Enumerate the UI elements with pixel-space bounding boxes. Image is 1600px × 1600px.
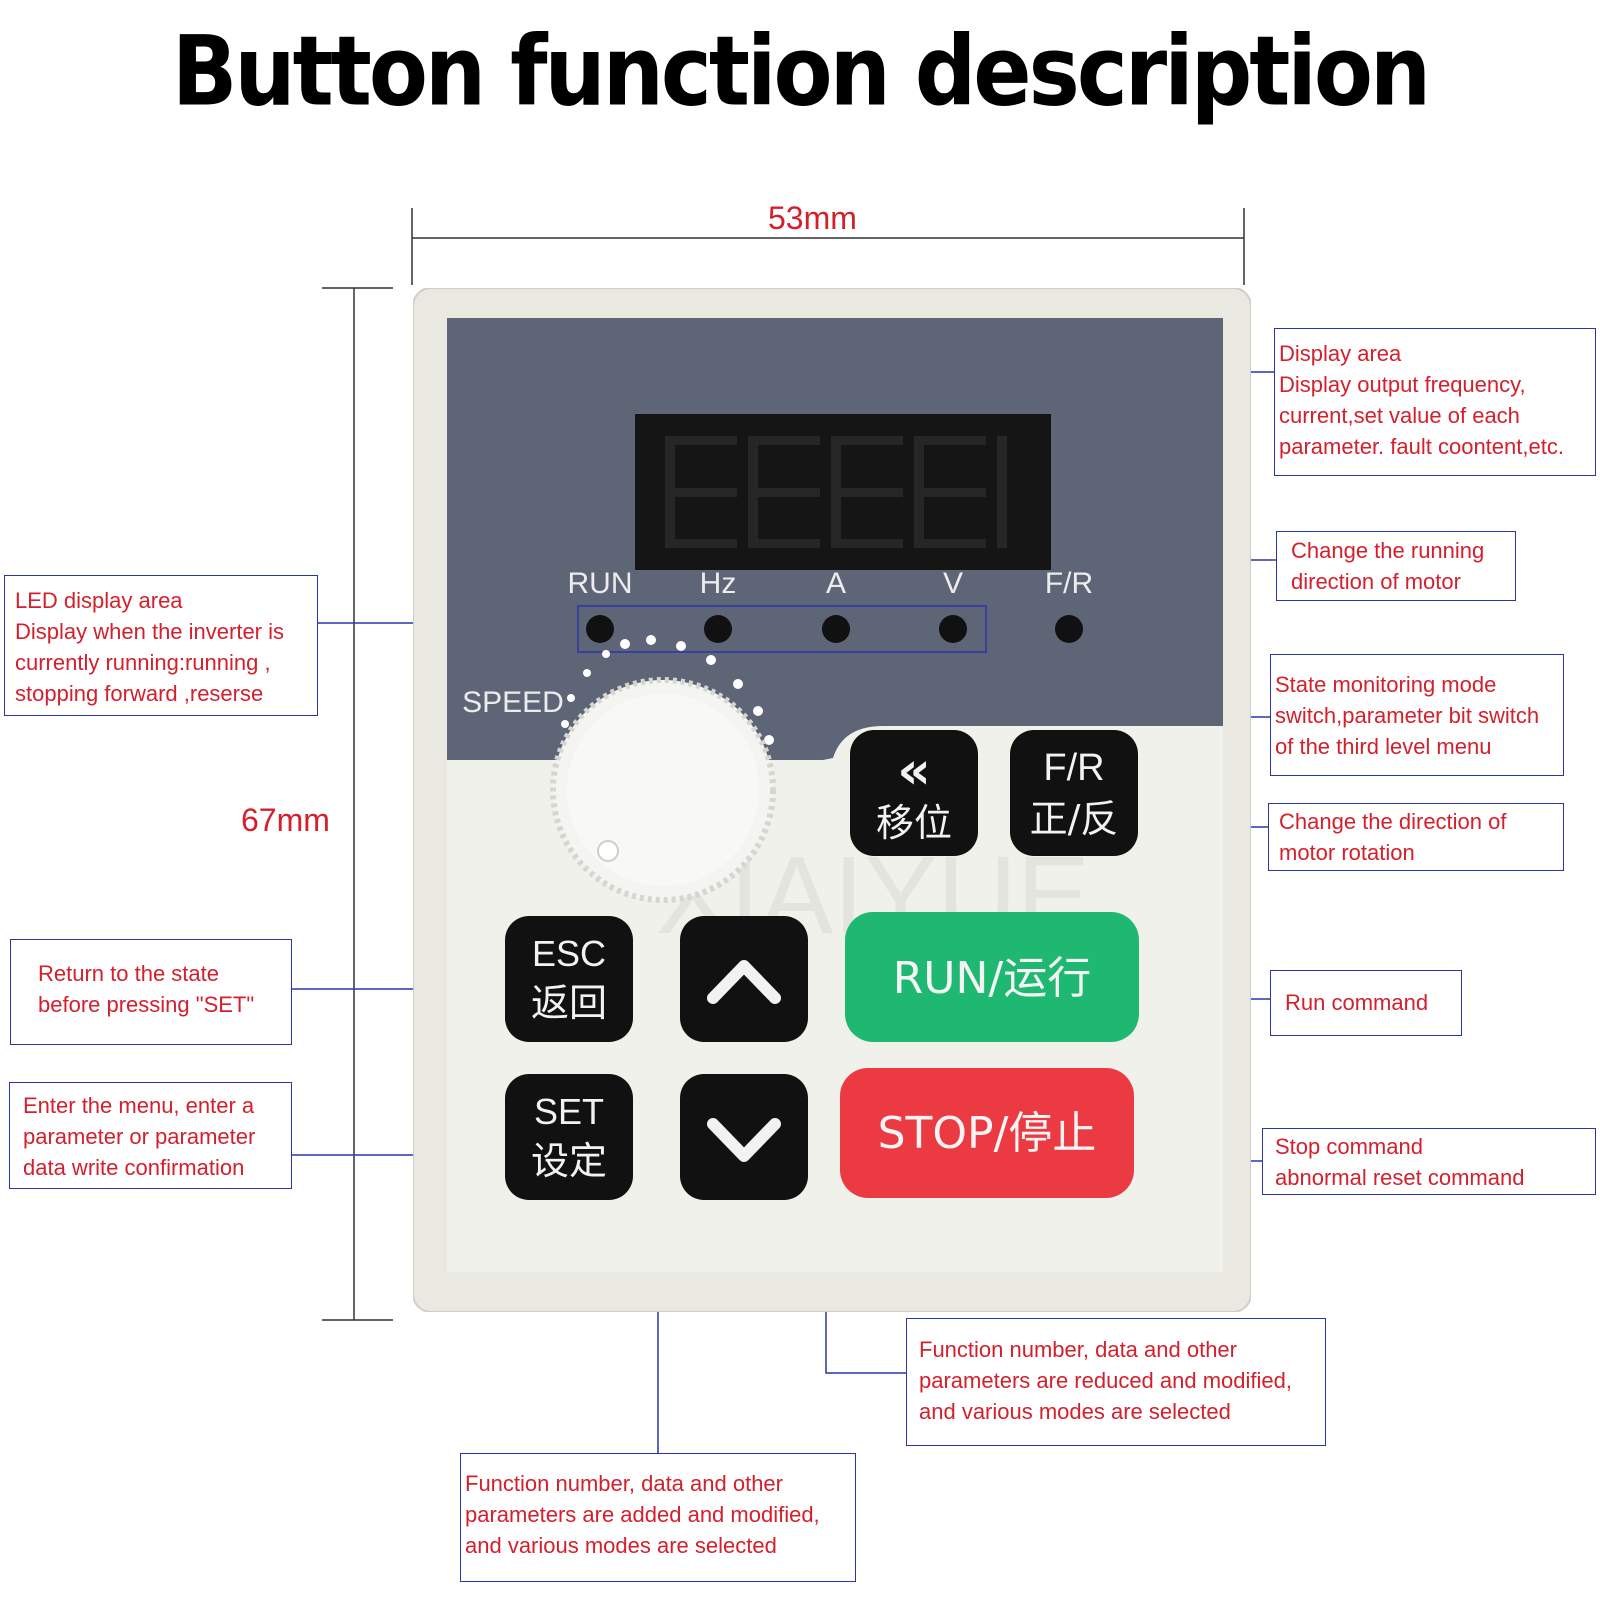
esc-key-label: ESC [532, 933, 606, 974]
callout-up-key: Function number, data and other paramete… [460, 1453, 856, 1582]
callout-esc-key: Return to the state before pressing "SET… [10, 939, 292, 1045]
stop-key[interactable]: STOP/停止 [840, 1068, 1134, 1198]
fr-key-cn-label: 正/反 [1030, 797, 1119, 841]
fr-key-label: F/R [1043, 747, 1104, 789]
esc-key-cn-label: 返回 [531, 981, 607, 1025]
speed-label: SPEED [462, 686, 564, 719]
callout-direction-led: Change the running direction of motor [1276, 531, 1516, 601]
callout-display-area: Display area Display output frequency, c… [1274, 328, 1596, 476]
callout-down-key: Function number, data and other paramete… [906, 1318, 1326, 1446]
shift-key[interactable]: « 移位 [850, 730, 978, 856]
chevron-up-icon [707, 960, 781, 1004]
led-hz [704, 615, 732, 643]
fr-key[interactable]: F/R 正/反 [1010, 730, 1138, 856]
callout-run-key: Run command [1270, 970, 1462, 1036]
width-dimension-label: 53mm [768, 200, 857, 236]
indicator-label-v: V [943, 567, 963, 600]
stop-key-label: STOP/停止 [878, 1108, 1097, 1159]
page-title: Button function description [171, 16, 1431, 128]
chevron-down-icon [707, 1118, 781, 1162]
set-key-label: SET [534, 1091, 604, 1132]
callout-set-key: Enter the menu, enter a parameter or par… [9, 1082, 292, 1189]
indicator-label-a: A [826, 567, 846, 600]
speed-knob[interactable] [550, 677, 776, 903]
shift-icon: « [897, 741, 931, 801]
shift-key-label: 移位 [876, 801, 952, 845]
callout-led-display-area: LED display area Display when the invert… [4, 575, 318, 716]
up-key[interactable] [680, 916, 808, 1042]
down-key[interactable] [680, 1074, 808, 1200]
run-key[interactable]: RUN/运行 [845, 912, 1139, 1042]
height-dimension-label: 67mm [241, 802, 330, 838]
callout-shift-key: State monitoring mode switch,parameter b… [1270, 654, 1564, 776]
led-run [586, 615, 614, 643]
keypad-panel: XIAIYUE RUN Hz A V F/R [413, 288, 1251, 1312]
esc-key[interactable]: ESC 返回 [505, 916, 633, 1042]
indicator-label-fr: F/R [1045, 567, 1093, 600]
indicator-label-run: RUN [568, 567, 633, 600]
led-v [939, 615, 967, 643]
led-fr [1055, 615, 1083, 643]
callout-fr-key: Change the direction of motor rotation [1268, 803, 1564, 871]
set-key-cn-label: 设定 [531, 1139, 607, 1183]
knob-indicator-dot [597, 840, 619, 862]
led-a [822, 615, 850, 643]
callout-stop-key: Stop command abnormal reset command [1262, 1128, 1596, 1195]
run-key-label: RUN/运行 [893, 953, 1092, 1004]
indicator-label-hz: Hz [700, 567, 737, 600]
set-key[interactable]: SET 设定 [505, 1074, 633, 1200]
